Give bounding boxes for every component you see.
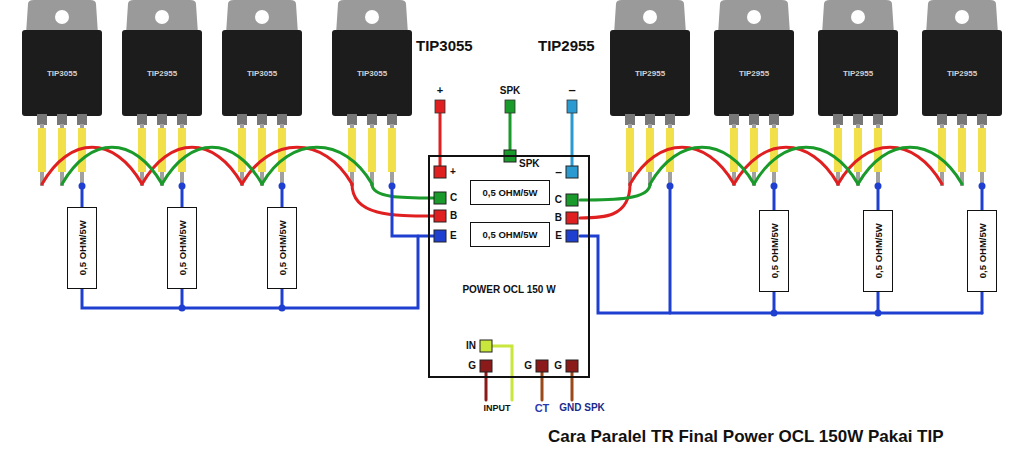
pin-label: C — [450, 193, 457, 203]
resistor-value: 0,5 OHM/5W — [977, 224, 987, 279]
resistor-box: 0,5 OHM/5W — [470, 222, 550, 247]
part-heading: TIP2955 — [538, 38, 595, 53]
pin-label: C — [555, 195, 562, 205]
package-marking: TIP2955 — [739, 70, 769, 78]
package-marking: TIP3055 — [357, 70, 387, 78]
collector-wire — [262, 147, 372, 184]
collector-wire — [372, 184, 434, 198]
pin-pad — [566, 194, 578, 206]
resistor-value: 0,5 OHM/5W — [483, 230, 538, 240]
collector-wire — [754, 147, 858, 184]
terminal-label: + — [437, 85, 443, 96]
terminal-label: CT — [535, 403, 550, 414]
package-marking: TIP2955 — [147, 70, 177, 78]
pin-pad — [566, 360, 578, 372]
pin-label: + — [450, 167, 456, 177]
terminal-label: – — [568, 83, 575, 96]
pin-pad — [434, 192, 446, 204]
resistor-value: 0,5 OHM/5W — [77, 221, 87, 276]
amplifier-board: POWER OCL 150 W 0,5 OHM/5W 0,5 OHM/5W — [428, 155, 590, 378]
pin-label: E — [555, 231, 562, 241]
resistor-value: 0,5 OHM/5W — [873, 224, 883, 279]
junction-dot — [771, 310, 778, 317]
pin-pad — [536, 360, 548, 372]
emitter-bus — [82, 236, 418, 308]
part-heading: TIP3055 — [416, 38, 473, 53]
pin-pad — [434, 230, 446, 242]
package-marking: TIP2955 — [635, 70, 665, 78]
supply-wire — [571, 112, 574, 166]
collector-wire — [858, 147, 962, 184]
package-marking: TIP3055 — [47, 70, 77, 78]
board-title: POWER OCL 150 W — [462, 285, 555, 295]
speaker-wire — [509, 112, 512, 154]
transistor — [922, 0, 1002, 186]
collector-wire — [650, 147, 754, 184]
emitter-wire — [669, 186, 672, 313]
pin-label: IN — [466, 341, 476, 351]
pin-pad — [566, 230, 578, 242]
junction-dot — [79, 183, 86, 190]
junction-dot — [279, 183, 286, 190]
pin-label: G — [468, 361, 476, 371]
resistor-symbol: 0,5 OHM/5W — [759, 210, 789, 292]
junction-dot — [979, 183, 986, 190]
supply-wire — [439, 112, 442, 166]
collector-wire — [162, 147, 262, 184]
pin-label: SPK — [519, 159, 540, 169]
collector-wire — [580, 184, 650, 200]
junction-dot — [875, 310, 882, 317]
junction-dot — [279, 305, 286, 312]
pin-label: E — [450, 231, 457, 241]
junction-dot — [179, 183, 186, 190]
transistor — [332, 0, 412, 186]
transistor — [222, 0, 302, 186]
pin-label: – — [555, 166, 562, 178]
pin-pad — [480, 340, 492, 352]
resistor-symbol: 0,5 OHM/5W — [267, 207, 297, 289]
collector-wire — [62, 147, 162, 184]
pin-label: B — [450, 211, 457, 221]
pin-pad — [434, 210, 446, 222]
junction-dot — [875, 183, 882, 190]
terminal-label: GND SPK — [559, 403, 605, 413]
wire-pad — [567, 100, 577, 113]
pin-label: B — [555, 213, 562, 223]
package-marking: TIP3055 — [247, 70, 277, 78]
package-marking: TIP2955 — [947, 70, 977, 78]
pin-label: G — [524, 361, 532, 371]
resistor-box: 0,5 OHM/5W — [470, 180, 550, 205]
pin-label: G — [554, 361, 562, 371]
junction-dot — [667, 183, 674, 190]
junction-dot — [389, 183, 396, 190]
wire-pad — [435, 100, 445, 113]
pin-pad — [566, 212, 578, 224]
pin-pad — [566, 166, 578, 178]
emitter-wire — [774, 186, 982, 210]
resistor-symbol: 0,5 OHM/5W — [167, 207, 197, 289]
wire-pad — [505, 100, 515, 113]
terminal-label: SPK — [500, 86, 521, 96]
input-wire — [492, 346, 512, 400]
package-marking: TIP2955 — [843, 70, 873, 78]
pin-pad — [434, 166, 446, 178]
resistor-symbol: 0,5 OHM/5W — [863, 210, 893, 292]
caption: Cara Paralel TR Final Power OCL 150W Pak… — [548, 428, 944, 445]
junction-dot — [179, 305, 186, 312]
resistor-value: 0,5 OHM/5W — [177, 221, 187, 276]
junction-dot — [771, 183, 778, 190]
resistor-value: 0,5 OHM/5W — [769, 224, 779, 279]
resistor-value: 0,5 OHM/5W — [483, 188, 538, 198]
terminal-label: INPUT — [484, 404, 511, 413]
resistor-value: 0,5 OHM/5W — [277, 221, 287, 276]
pin-pad — [480, 360, 492, 372]
resistor-symbol: 0,5 OHM/5W — [67, 207, 97, 289]
resistor-symbol: 0,5 OHM/5W — [967, 210, 997, 292]
